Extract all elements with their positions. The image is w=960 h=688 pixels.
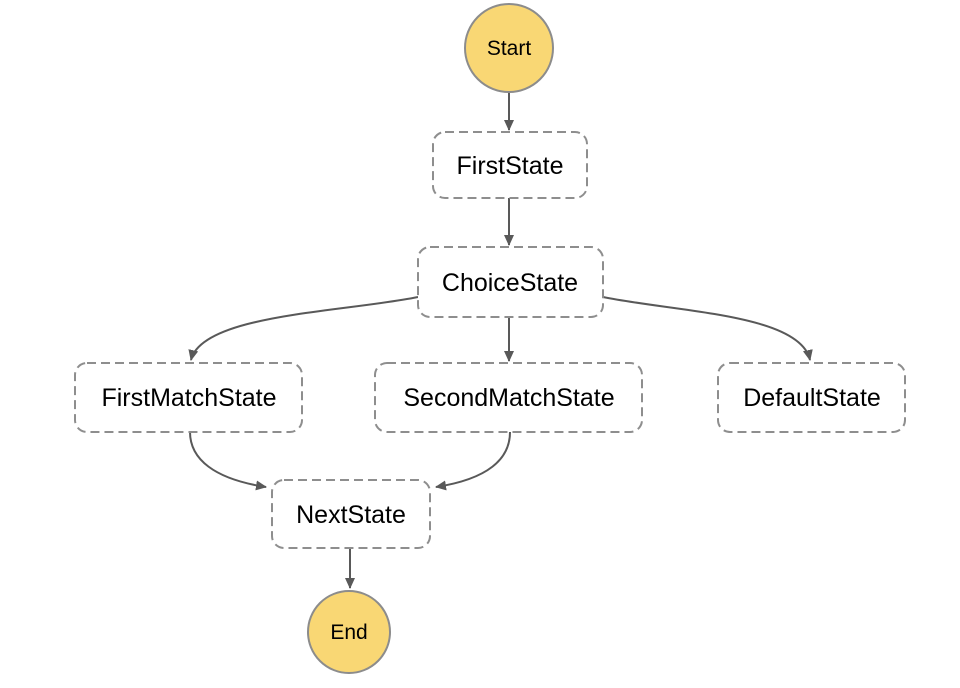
- node-next-state: NextState: [271, 479, 431, 549]
- edge-secondmatchstate-to-nextstate: [435, 431, 511, 491]
- first-state-label: FirstState: [457, 152, 564, 180]
- end-circle: [307, 590, 391, 674]
- start-circle: [464, 3, 554, 93]
- first-state-box: [432, 131, 588, 199]
- second-match-state-box: [374, 362, 643, 433]
- first-match-state-label: FirstMatchState: [101, 384, 276, 412]
- node-second-match-state: SecondMatchState: [374, 362, 643, 433]
- second-match-state-label: SecondMatchState: [403, 384, 614, 412]
- node-start: Start: [464, 3, 554, 93]
- default-state-label: DefaultState: [743, 384, 881, 412]
- node-first-match-state: FirstMatchState: [74, 362, 303, 433]
- first-match-state-box: [74, 362, 303, 433]
- node-end: End: [307, 590, 391, 674]
- node-choice-state: ChoiceState: [417, 246, 604, 318]
- choice-state-label: ChoiceState: [442, 269, 578, 297]
- node-layer: Start FirstState ChoiceState FirstMatchS…: [74, 3, 906, 674]
- edge-choicestate-to-firstmatchstate: [188, 296, 419, 361]
- default-state-box: [717, 362, 906, 433]
- node-first-state: FirstState: [432, 131, 588, 199]
- edge-firstmatchstate-to-nextstate: [189, 431, 267, 491]
- choice-state-box: [417, 246, 604, 318]
- edge-choicestate-to-defaultstate: [602, 296, 813, 361]
- next-state-box: [271, 479, 431, 549]
- start-label: Start: [487, 37, 532, 60]
- node-default-state: DefaultState: [717, 362, 906, 433]
- edge-layer: [188, 92, 813, 589]
- next-state-label: NextState: [296, 501, 406, 529]
- end-label: End: [330, 621, 367, 644]
